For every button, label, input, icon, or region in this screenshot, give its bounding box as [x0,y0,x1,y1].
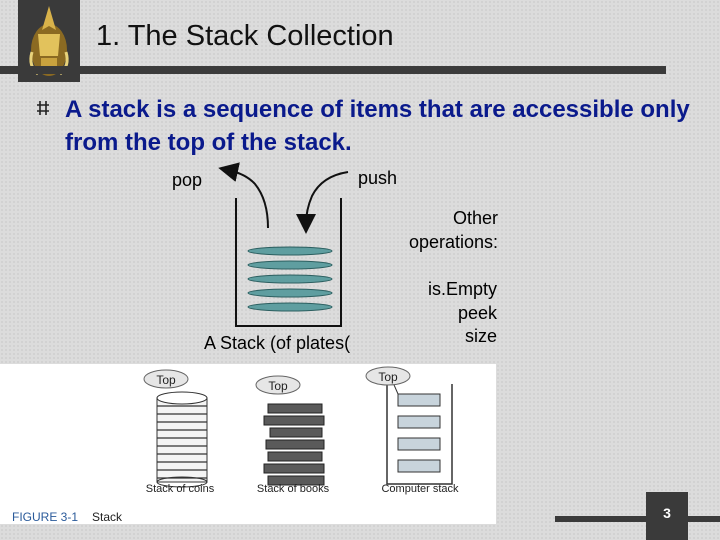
stack-container [235,198,342,327]
caption-coins: Stack of coins [146,483,215,495]
operation-peek: peek [457,303,497,323]
bottom-bar [555,516,720,522]
push-arrow [296,171,349,234]
coin-stack [156,391,208,488]
top-label-coins: Top [156,373,176,387]
push-label: push [358,168,398,188]
top-callout-computer [365,366,411,386]
hash-bullet-icon [37,101,49,115]
plate [247,260,333,270]
caption-computer: Computer stack [381,483,459,495]
computer-stack [386,377,453,485]
plate [247,274,333,284]
top-label-books: Top [268,379,288,393]
top-callout-coins [143,369,189,389]
figure-title: Stack [92,510,123,524]
top-label-computer: Top [378,370,398,384]
plate [247,288,333,298]
bullet-text: A stack is a sequence of items that are … [65,96,690,156]
page-number-box [646,492,688,540]
pop-label: pop [172,170,203,190]
emblem-icon [29,6,69,76]
plates [247,246,333,312]
plate [247,302,333,312]
page-number: 3 [663,505,671,521]
plate [247,246,333,256]
figure-label: FIGURE 3-1 [12,510,78,524]
stack-caption: A Stack (of plates( [204,333,351,353]
slide-title: 1. The Stack Collection [96,20,394,52]
caption-books: Stack of books [257,483,330,495]
figure-illustration: Top Top Top Stack of coins Stack of book… [12,366,459,524]
top-callout-books [255,375,301,395]
book-stack [263,403,325,486]
operation-isempty: is.Empty [427,279,497,299]
figure-3-1: Top Top Top Stack of coins Stack of book… [0,364,496,524]
title-underline-bar [0,66,666,74]
operation-size: size [464,326,497,346]
other-operations-label: Other operations: [408,208,498,252]
pop-arrow [218,162,269,229]
